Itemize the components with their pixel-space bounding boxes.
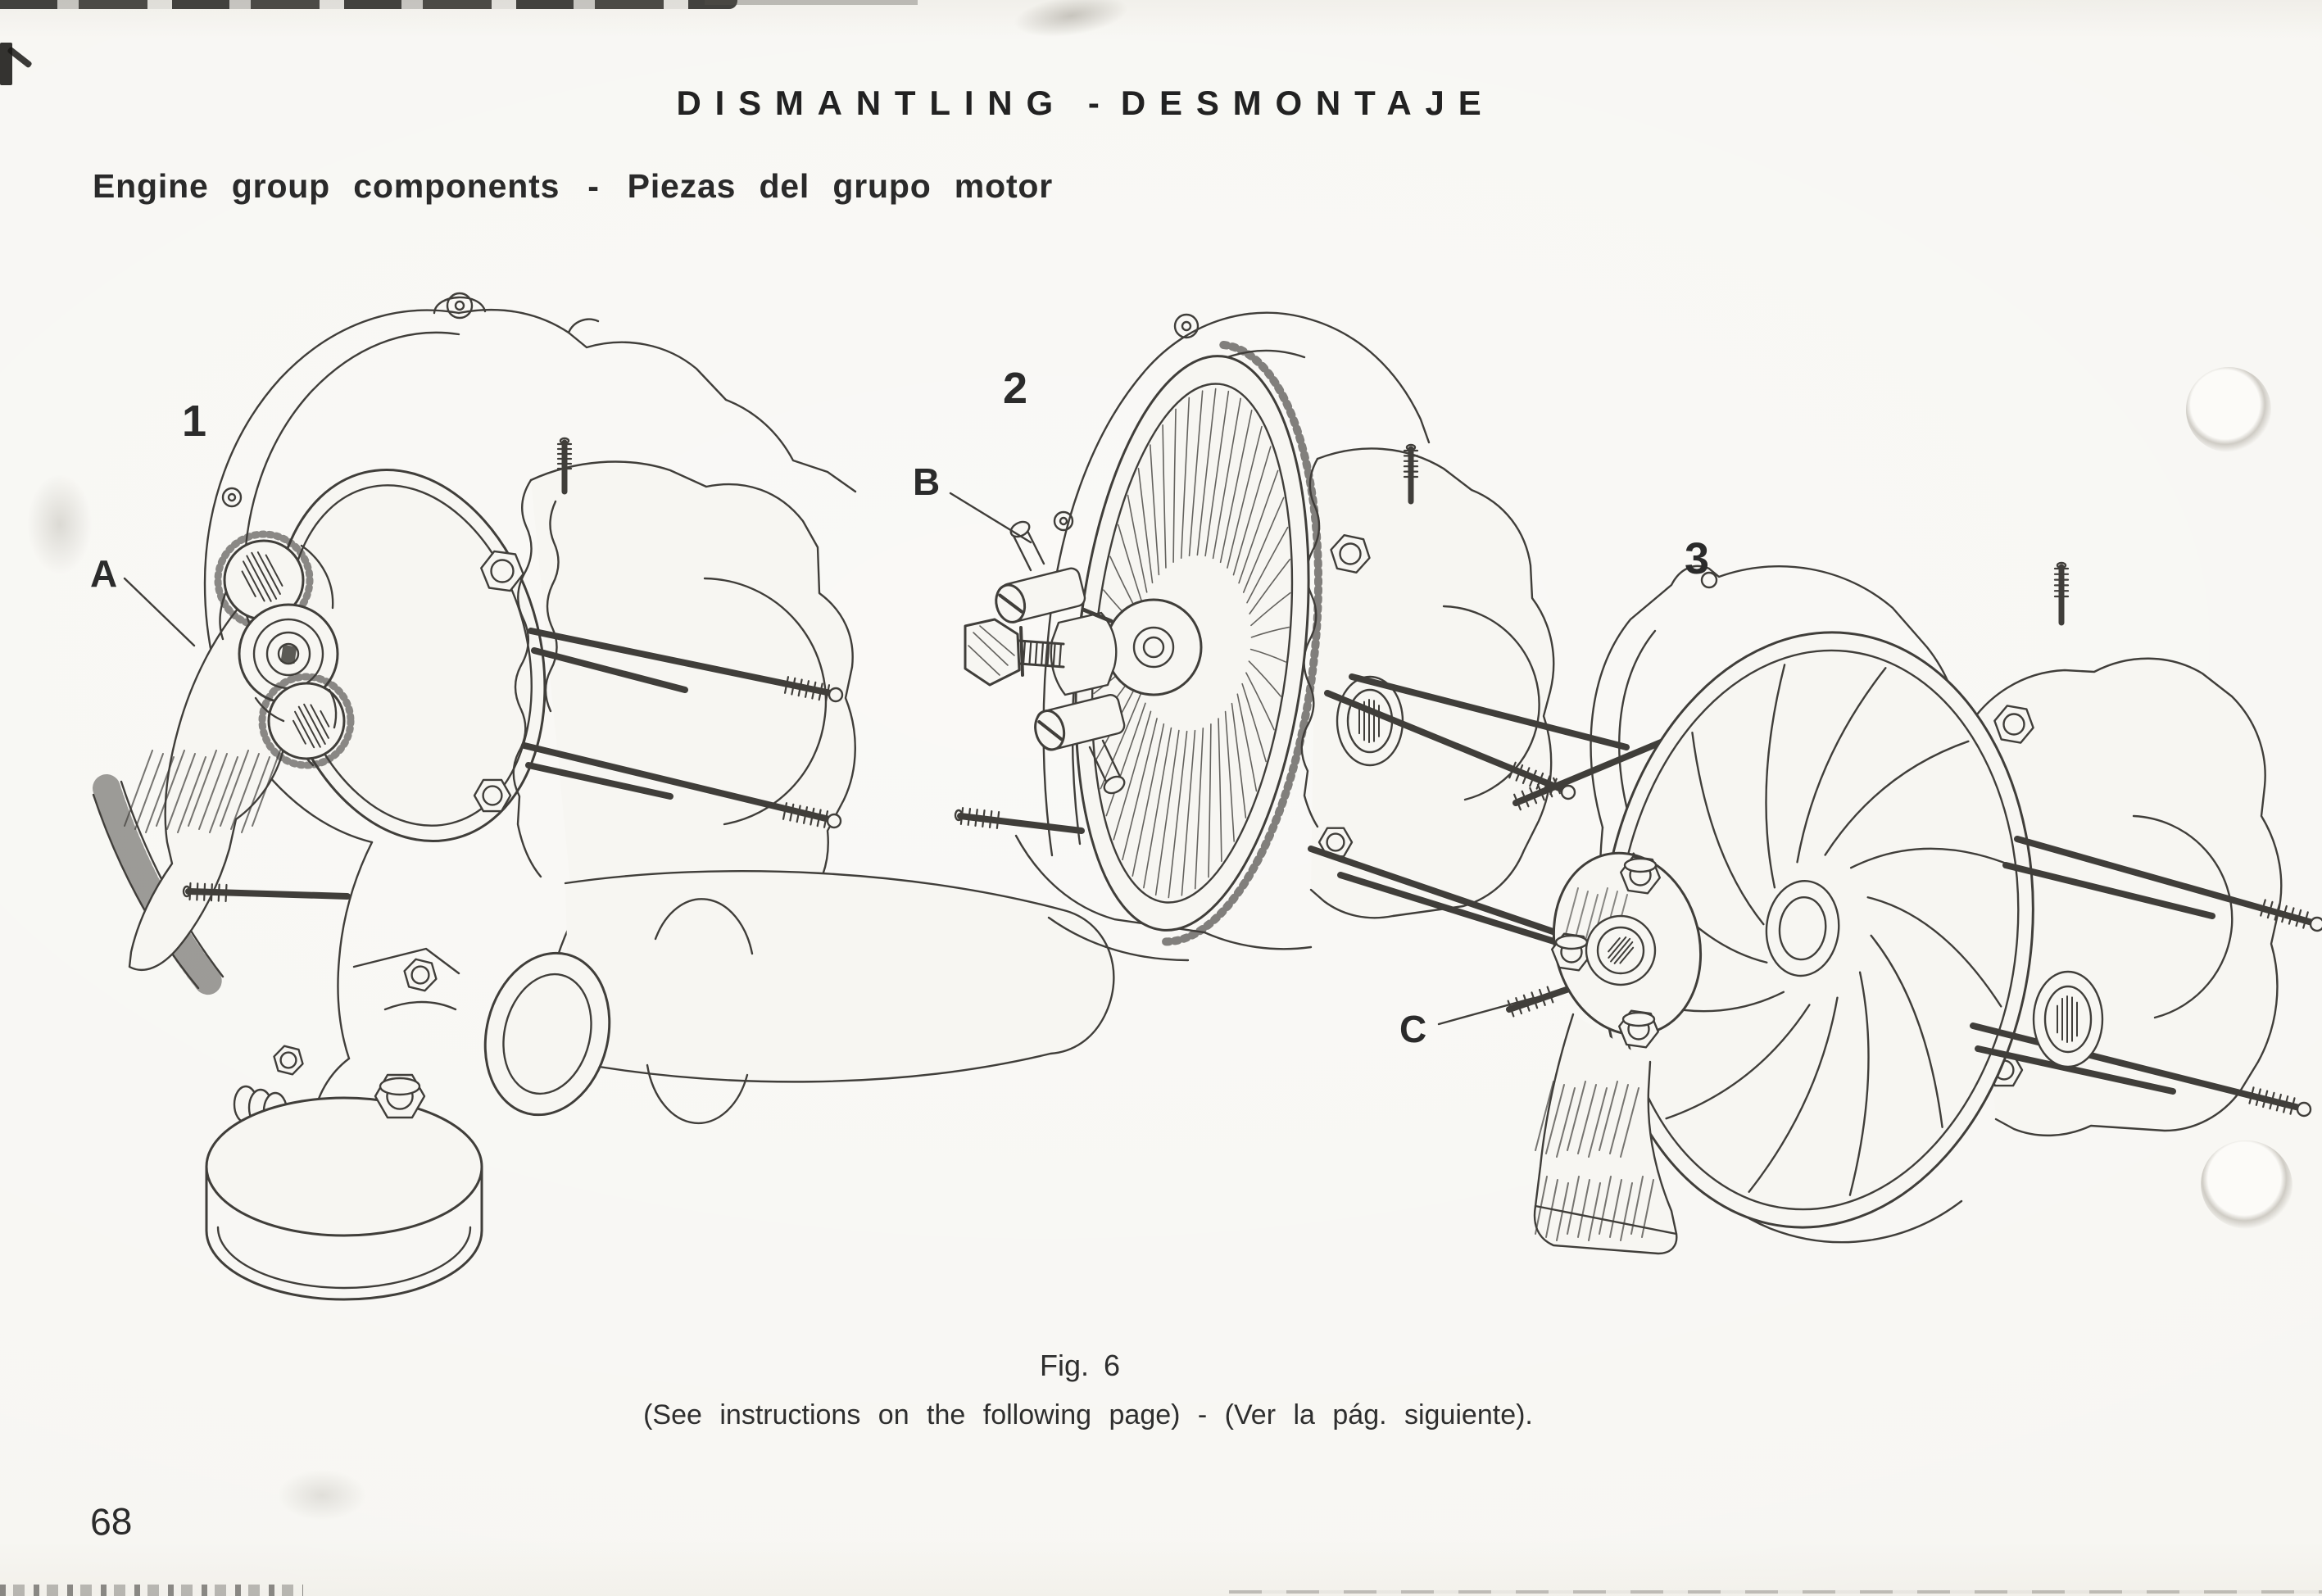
fan-rotor	[1600, 631, 2034, 1229]
loose-stud-left	[182, 882, 351, 903]
scan-smudge-left	[15, 455, 105, 594]
stator-plate-3	[1533, 851, 1703, 1255]
leader-line-a	[123, 577, 196, 647]
part-label-a: A	[90, 552, 117, 595]
leader-line-c	[1437, 996, 1535, 1026]
figure-number-label: 3	[1685, 534, 1709, 583]
scan-smudge-bottom	[261, 1460, 383, 1530]
flywheel-hub	[1104, 598, 1203, 696]
figure-3-labels: 3 C	[1399, 534, 1709, 1050]
fan-cover-outline	[203, 292, 857, 844]
page-title-separator: -	[1087, 84, 1100, 122]
part-label-b: B	[913, 460, 940, 503]
cylinder-studs-3	[1970, 836, 2322, 1118]
cylinder-studs-2	[1308, 673, 1640, 968]
section-heading-separator: -	[587, 167, 600, 205]
engine-drawing-3: 3 C	[1399, 534, 2322, 1255]
scan-artifact-top-edge	[0, 0, 737, 9]
flywheel-puller-tool	[964, 520, 1126, 795]
section-heading: Engine group components-Piezas del grupo…	[93, 167, 2141, 206]
page-title: DISMANTLING-DESMONTAJE	[0, 84, 2171, 123]
figure-number-label: 2	[1003, 364, 1027, 413]
scan-artifact-top-edge-2	[705, 0, 918, 5]
page-title-es: DESMONTAJE	[1120, 84, 1495, 122]
cylinder-studs	[521, 628, 844, 829]
figure-number-label: 1	[182, 397, 206, 446]
engine-drawing-2: 2 B	[913, 311, 1640, 968]
scan-artifact-bottom-left-edge	[0, 1585, 303, 1596]
figure-caption: Fig. 6	[1039, 1349, 1121, 1382]
leader-line-b	[949, 492, 1032, 544]
part-label-c: C	[1399, 1008, 1426, 1050]
scan-artifact-bottom-right-edge	[1229, 1590, 2322, 1594]
instructions-note: (See instructions on the following page)…	[643, 1399, 1533, 1431]
page-title-en: DISMANTLING	[676, 84, 1067, 122]
lower-crankcase	[205, 841, 1115, 1301]
section-heading-es: Piezas del grupo motor	[627, 167, 1054, 205]
figure-1-labels: 1 A	[90, 397, 206, 647]
engine-drawing-1: 1 A	[90, 292, 1115, 1301]
section-heading-en: Engine group components	[93, 167, 560, 205]
hole-punch-top	[2186, 367, 2271, 452]
stator-plate	[124, 530, 355, 971]
figure-2-labels: 2 B	[913, 364, 1032, 544]
page-number: 68	[89, 1499, 134, 1544]
